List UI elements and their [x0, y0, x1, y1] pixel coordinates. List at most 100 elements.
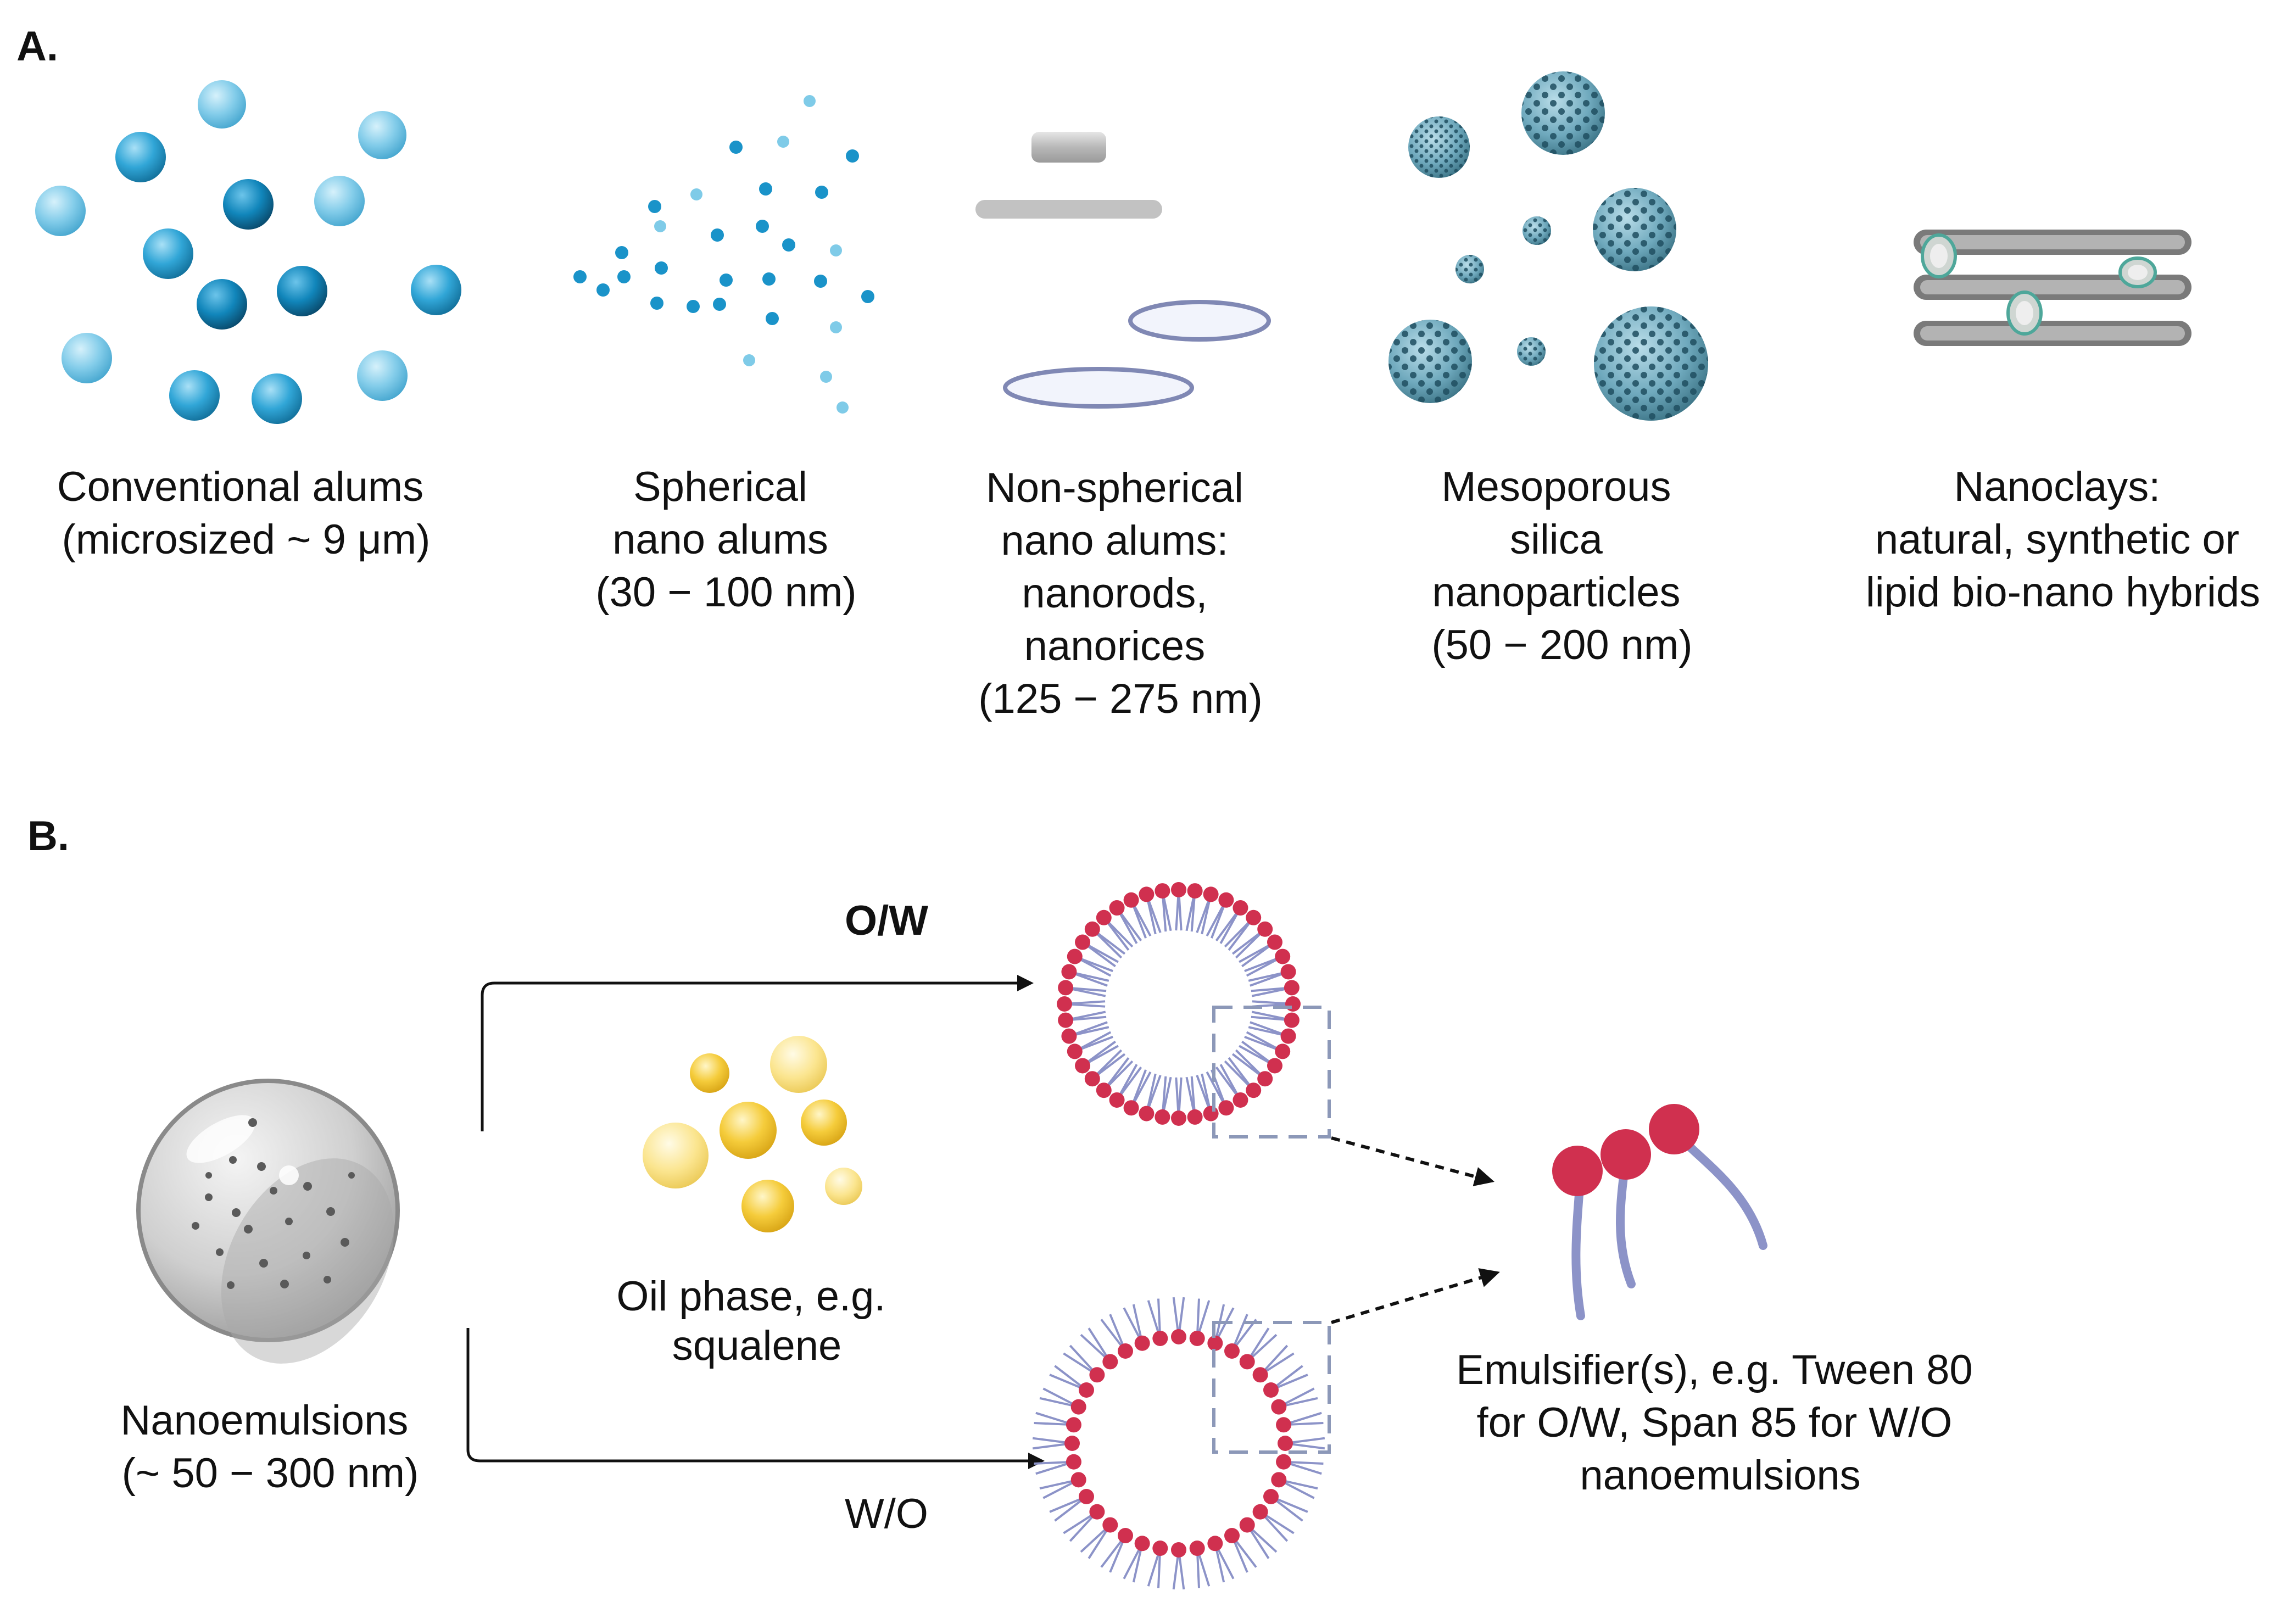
- surfactant-head: [1155, 1109, 1170, 1125]
- nanoclays-icon: [1914, 230, 2191, 346]
- surfactant-head: [1246, 1082, 1262, 1098]
- label-oil-phase: Oil phase, e.g. squalene: [616, 1273, 897, 1369]
- surfactant-head: [1187, 883, 1203, 899]
- surfactant-head: [1067, 1043, 1083, 1059]
- oil-droplets-icon: [643, 1036, 862, 1232]
- nanorods-nanorices-icon: [975, 132, 1271, 409]
- wo-micelle-icon: [1032, 1297, 1325, 1590]
- surfactant-head: [1171, 1542, 1186, 1558]
- surfactant-head: [1263, 1489, 1279, 1504]
- label-emulsifier: Emulsifier(s), e.g. Tween 80 for O/W, Sp…: [1456, 1347, 1984, 1499]
- surfactant-head: [1267, 1058, 1282, 1074]
- surfactant-head: [1078, 1489, 1094, 1504]
- zoom-box-ow: [1212, 1006, 1331, 1139]
- surfactant-head: [1155, 883, 1170, 899]
- surfactant-head: [1109, 1092, 1125, 1108]
- surfactant-head: [1271, 1472, 1287, 1488]
- mesoporous-silica-icon: [1388, 71, 1708, 421]
- surfactant-head: [1070, 1472, 1086, 1488]
- surfactant-head: [1075, 1058, 1091, 1074]
- surfactant-head: [1123, 1100, 1139, 1116]
- surfactant-head: [1267, 934, 1282, 950]
- surfactant-head: [1246, 909, 1262, 925]
- surfactant-head: [1187, 1109, 1203, 1125]
- surfactant-head: [1189, 1330, 1205, 1346]
- surfactant-head: [1058, 980, 1074, 996]
- surfactant-head: [1134, 1335, 1150, 1351]
- nanoemulsion-sphere-icon: [136, 1079, 400, 1364]
- surfactant-head: [1139, 1106, 1155, 1121]
- surfactant-head: [1203, 886, 1219, 902]
- surfactant-head: [1075, 934, 1091, 950]
- surfactant-head: [1118, 1528, 1133, 1544]
- surfactant-head: [1139, 886, 1155, 902]
- label-nanoclays: Nanoclays: natural, synthetic or lipid b…: [1866, 464, 2260, 616]
- label-non-spherical-nano-alums: Non-spherical nano alums: nanorods, nano…: [978, 465, 1263, 722]
- dotted-arrow-ow: [1331, 1136, 1494, 1186]
- surfactant-head: [1102, 1517, 1118, 1533]
- surfactant-head: [1171, 1110, 1186, 1126]
- surfactant-head: [1271, 1399, 1287, 1415]
- surfactant-head: [1058, 1012, 1074, 1028]
- emulsifier-molecules-icon: [1552, 1104, 1767, 1320]
- surfactant-head: [1257, 1071, 1273, 1087]
- route-label-wo: W/O: [845, 1491, 928, 1537]
- surfactant-head: [1252, 1367, 1268, 1383]
- panel-b-letter: B.: [27, 813, 69, 860]
- surfactant-head: [1278, 1436, 1293, 1451]
- route-label-ow: O/W: [845, 897, 928, 944]
- surfactant-head: [1084, 921, 1100, 937]
- panel-a-letter: A.: [16, 23, 58, 70]
- surfactant-head: [1096, 1082, 1112, 1098]
- surfactant-head: [1280, 1028, 1296, 1044]
- surfactant-head: [1224, 1343, 1240, 1359]
- surfactant-head: [1239, 1354, 1255, 1370]
- surfactant-head: [1275, 1043, 1291, 1059]
- surfactant-head: [1089, 1367, 1105, 1383]
- surfactant-head: [1218, 1100, 1234, 1116]
- surfactant-head: [1280, 964, 1296, 980]
- surfactant-head: [1057, 996, 1072, 1012]
- surfactant-head: [1067, 948, 1083, 964]
- zoom-box-wo: [1212, 1321, 1331, 1454]
- surfactant-head: [1171, 882, 1186, 897]
- surfactant-head: [1123, 892, 1139, 908]
- label-mesoporous-silica: Mesoporous silica nanoparticles (50 − 20…: [1431, 464, 1692, 668]
- arrow-wo: [466, 1328, 1045, 1469]
- surfactant-head: [1096, 909, 1112, 925]
- surfactant-head: [1134, 1536, 1150, 1552]
- surfactant-head: [1061, 964, 1077, 980]
- surfactant-head: [1171, 1329, 1186, 1344]
- surfactant-head: [1064, 1436, 1080, 1451]
- surfactant-head: [1102, 1354, 1118, 1370]
- surfactant-head: [1284, 980, 1300, 996]
- surfactant-head: [1066, 1454, 1081, 1470]
- surfactant-head: [1078, 1382, 1094, 1398]
- label-nanoemulsions: Nanoemulsions (~ 50 − 300 nm): [121, 1397, 420, 1497]
- surfactant-head: [1207, 1536, 1223, 1552]
- surfactant-head: [1276, 1454, 1292, 1470]
- surfactant-head: [1203, 1106, 1219, 1121]
- surfactant-head: [1239, 1517, 1255, 1533]
- surfactant-head: [1118, 1343, 1133, 1359]
- surfactant-head: [1109, 900, 1125, 916]
- surfactant-head: [1189, 1541, 1205, 1556]
- surfactant-head: [1285, 996, 1301, 1012]
- conventional-alums-icon: [35, 80, 461, 424]
- surfactant-head: [1275, 948, 1291, 964]
- surfactant-head: [1233, 1092, 1248, 1108]
- surfactant-head: [1070, 1399, 1086, 1415]
- spherical-nano-alums-icon: [573, 95, 874, 414]
- surfactant-head: [1089, 1504, 1105, 1520]
- surfactant-head: [1252, 1504, 1268, 1520]
- label-spherical-nano-alums: Spherical nano alums (30 − 100 nm): [595, 464, 856, 616]
- surfactant-head: [1066, 1417, 1081, 1433]
- surfactant-head: [1152, 1541, 1168, 1556]
- surfactant-head: [1233, 900, 1248, 916]
- surfactant-head: [1152, 1330, 1168, 1346]
- surfactant-head: [1084, 1071, 1100, 1087]
- surfactant-head: [1284, 1012, 1300, 1028]
- dotted-arrow-wo: [1331, 1268, 1500, 1324]
- label-conventional-alums: Conventional alums (microsized ~ 9 μm): [57, 464, 436, 563]
